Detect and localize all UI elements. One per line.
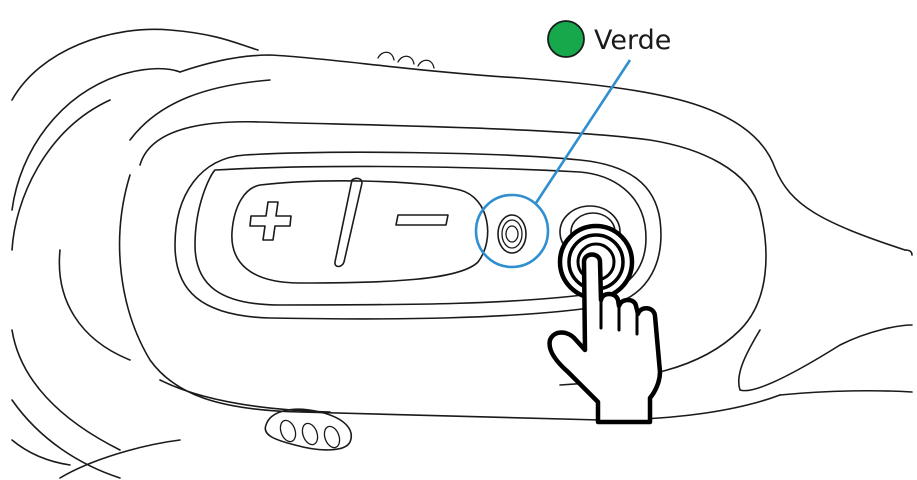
bottom-vent-pill: [264, 408, 352, 451]
volume-rocker[interactable]: [231, 177, 489, 284]
callout-label: Verde: [594, 25, 671, 56]
pointing-hand-icon: [547, 252, 663, 425]
center-button[interactable]: [497, 214, 527, 254]
plus-icon: [249, 201, 292, 241]
green-indicator-icon: [547, 20, 585, 58]
minus-icon: [395, 214, 449, 226]
callout-label-group: Verde: [547, 20, 671, 58]
rocker-divider: [334, 177, 363, 268]
device-body: [11, 28, 913, 479]
callout-marker: [474, 59, 632, 269]
